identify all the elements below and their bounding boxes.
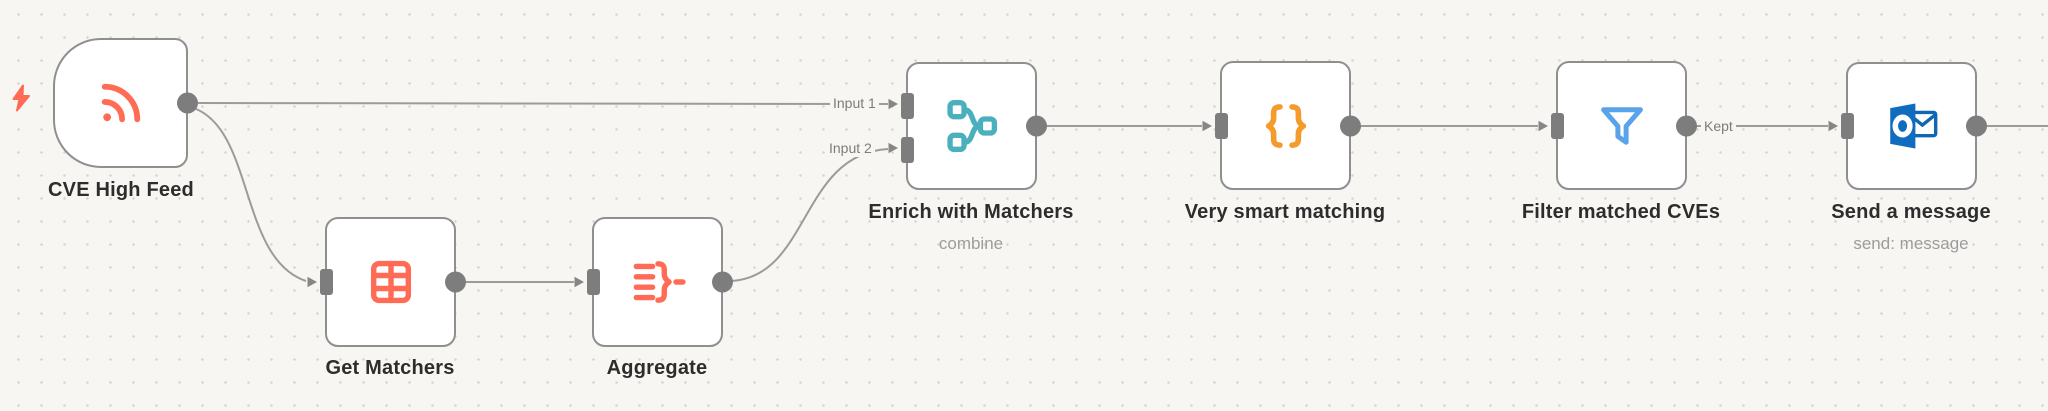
- lightning-bolt-icon[interactable]: [9, 84, 33, 117]
- node-title: Get Matchers: [325, 357, 455, 379]
- node-title: Very smart matching: [1184, 201, 1386, 223]
- output-connector[interactable]: [1965, 115, 1987, 137]
- node-aggregate[interactable]: [586, 217, 733, 347]
- arrowhead: [1538, 120, 1548, 132]
- aggregate-icon: [633, 261, 686, 303]
- input-connector[interactable]: [586, 269, 600, 295]
- node-very-smart-matching[interactable]: [1214, 61, 1361, 190]
- edge-cve-to-enrich-input1: [197, 102, 889, 105]
- input-connector-1[interactable]: [900, 93, 914, 119]
- outlook-icon: [1889, 103, 1937, 149]
- node-title: Aggregate: [606, 357, 708, 379]
- output-connector[interactable]: [176, 92, 198, 114]
- node-cve-high-feed[interactable]: [53, 38, 198, 168]
- node-get-matchers[interactable]: [319, 217, 466, 347]
- arrowhead: [1828, 120, 1838, 132]
- node-filter-matched-cves[interactable]: [1550, 61, 1697, 190]
- edge-cve-to-getmatchers: [195, 108, 307, 282]
- node-title: Filter matched CVEs: [1521, 201, 1721, 223]
- arrowhead: [574, 276, 584, 288]
- node-subtitle: send: message: [1853, 234, 1969, 253]
- funnel-icon: [1600, 106, 1643, 145]
- input-connector-2[interactable]: [900, 137, 914, 163]
- node-send-a-message[interactable]: [1840, 62, 1987, 190]
- output-connector[interactable]: [1025, 115, 1047, 137]
- merge-icon: [946, 99, 997, 153]
- node-title: Send a message: [1831, 201, 1991, 223]
- input2-edge-label: Input 2: [826, 139, 875, 157]
- output-connector[interactable]: [711, 271, 733, 293]
- node-subtitle: combine: [938, 234, 1004, 253]
- arrowhead: [888, 98, 898, 110]
- input1-edge-label: Input 1: [830, 94, 879, 112]
- arrowhead: [1202, 120, 1212, 132]
- output-connector[interactable]: [1675, 115, 1697, 136]
- node-enrich-with-matchers[interactable]: [900, 62, 1047, 190]
- output-connector[interactable]: [1339, 115, 1361, 136]
- input-connector[interactable]: [1550, 112, 1564, 139]
- input-connector[interactable]: [1840, 113, 1854, 139]
- code-braces-icon: [1265, 103, 1306, 148]
- input-connector[interactable]: [319, 269, 333, 295]
- table-grid-icon: [370, 260, 411, 304]
- rss-icon: [101, 83, 140, 123]
- input-connector[interactable]: [1214, 112, 1228, 139]
- output-connector[interactable]: [444, 271, 466, 293]
- arrowhead: [307, 276, 317, 288]
- arrowhead: [888, 142, 898, 154]
- node-title: Enrich with Matchers: [868, 201, 1074, 223]
- kept-output-label: Kept: [1701, 117, 1736, 135]
- node-title: CVE High Feed: [48, 179, 194, 201]
